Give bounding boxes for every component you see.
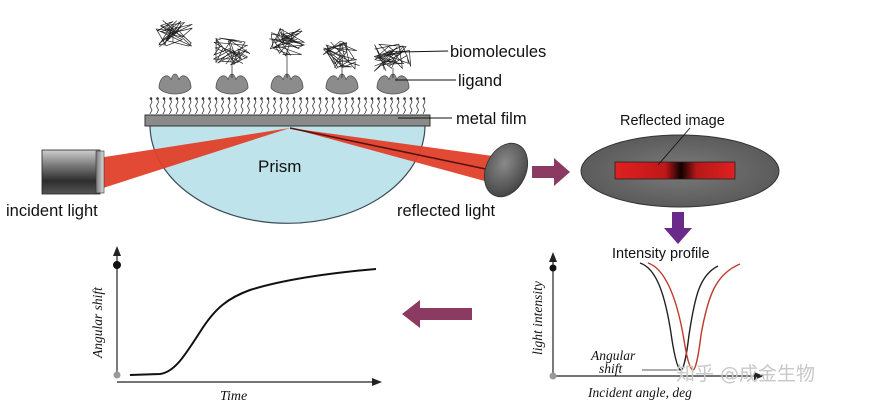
reflected-light-label: reflected light	[397, 202, 496, 220]
reflected-image-strip	[614, 161, 736, 180]
ligand-shape	[270, 73, 304, 95]
ligand-shape	[325, 73, 359, 95]
biomolecule-shape	[322, 40, 360, 78]
metal-film	[144, 114, 431, 127]
ligand-label: ligand	[458, 72, 502, 90]
intensity-profile-label: Intensity profile	[612, 246, 710, 262]
biomolecule-shape	[155, 20, 193, 48]
biomolecule-layer	[155, 20, 412, 78]
light-source	[41, 149, 105, 195]
arrow-to-image	[532, 158, 570, 186]
intensity-curve-1	[639, 262, 719, 371]
reflected-image-label: Reflected image	[620, 113, 725, 129]
biomolecule-shape	[373, 43, 412, 78]
biomolecule-shape	[213, 37, 251, 78]
reflected-beam	[290, 128, 500, 183]
biomolecules-label: biomolecules	[450, 43, 546, 61]
watermark: 知乎 @成金生物	[676, 363, 815, 385]
ligand-shape	[215, 73, 249, 95]
ligand-layer	[158, 73, 410, 95]
light-intensity-axis-label: light intensity	[530, 281, 545, 355]
biomolecule-shape	[269, 27, 305, 78]
incident-light-label: incident light	[6, 202, 98, 220]
intensity-plot-axes	[552, 258, 758, 377]
sensorgram-x-axis-label: Time	[220, 389, 247, 404]
sensorgram-axes	[116, 252, 375, 383]
linker-layer	[149, 97, 426, 115]
detector	[483, 142, 529, 198]
ligand-shape	[158, 73, 192, 95]
incident-angle-axis-label: Incident angle, deg	[587, 385, 692, 400]
sensorgram-curve	[129, 268, 377, 376]
arrow-down	[664, 212, 692, 244]
angular-shift-label-a: Angular	[590, 348, 636, 363]
arrow-left	[402, 300, 472, 328]
sensorgram-y-axis-label: Angular shift	[90, 286, 105, 359]
angular-shift-label-b: shift	[599, 361, 624, 376]
incident-beam	[98, 128, 290, 188]
metal-film-label: metal film	[456, 110, 527, 128]
prism-label: Prism	[258, 157, 301, 176]
intensity-curve-2	[647, 262, 741, 371]
